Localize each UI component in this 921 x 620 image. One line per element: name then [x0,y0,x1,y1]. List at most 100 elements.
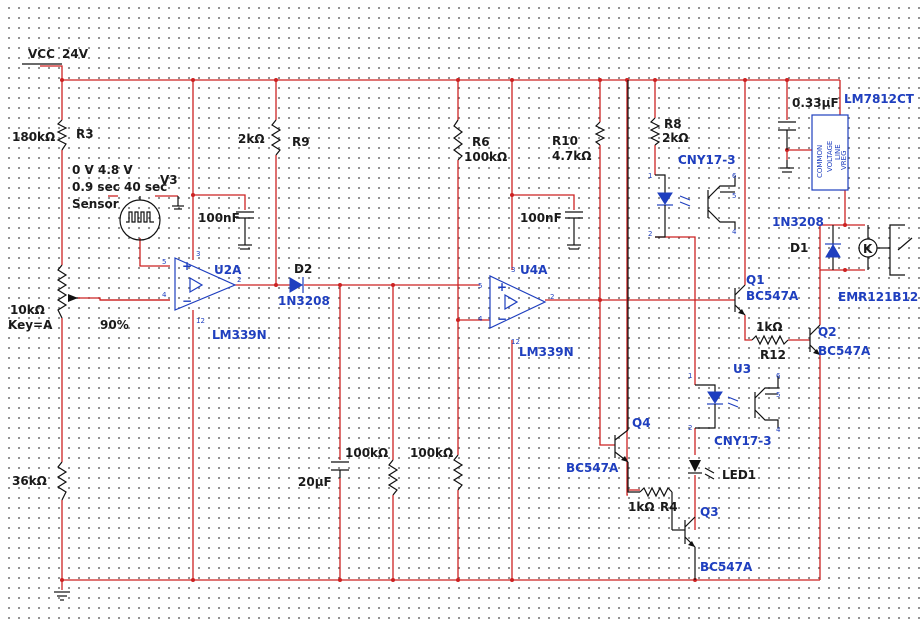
transistor-q3[interactable]: Q3 BC547A [684,505,753,580]
r9-value: 2kΩ [238,132,265,146]
v3-ref: V3 [160,173,178,187]
svg-text:6: 6 [776,372,781,380]
u2a-ref: U2A [214,263,242,277]
led1-ref: LED1 [722,468,756,482]
v3-line2: 0.9 sec 40 sec [72,180,167,194]
vcc-source[interactable]: VCC 24V [22,47,89,65]
svg-text:5: 5 [162,258,166,266]
relay-part: EMR121B12 [838,290,918,304]
pot-value: 10kΩ [10,303,45,317]
r-bottom-left-value: 36kΩ [12,474,47,488]
svg-text:2: 2 [688,424,692,432]
relay-coil-letter: K [863,242,873,256]
potentiometer[interactable]: 10kΩ Key=A 90% [8,264,129,332]
r3-value: 180kΩ [12,130,55,144]
r10-value: 4.7kΩ [552,149,591,163]
r6-value: 100kΩ [464,150,507,164]
c1-value: 100nF [198,211,240,225]
d2-part: 1N3208 [278,294,330,308]
capacitor-c1[interactable]: 100nF [198,211,254,250]
c4-value: 0.33µF [792,96,839,110]
svg-text:5: 5 [776,391,780,399]
resistor-r8[interactable]: R8 2kΩ [649,117,689,146]
c2-value: 100nF [520,211,562,225]
capacitor-c2[interactable]: 100nF [520,211,583,250]
r12-ref: R12 [760,348,786,362]
q4-part: BC547A [566,461,619,475]
diode-d2[interactable]: D2 1N3208 [278,262,330,308]
q2-ref: Q2 [818,325,837,339]
svg-text:6: 6 [732,172,737,180]
u2a-part: LM339N [212,328,267,342]
svg-text:1: 1 [648,172,652,180]
r-mid2-value: 100kΩ [410,446,453,460]
v3-line1: 0 V 4.8 V [72,163,133,177]
r4-value: 1kΩ [628,500,655,514]
opto1-ref: CNY17-3 [678,153,736,167]
resistor-r4[interactable]: 1kΩ R4 [628,486,685,531]
r6-ref: R6 [472,135,490,149]
u4a-part: LM339N [519,345,574,359]
capacitor-c3[interactable]: 20µF [298,461,349,489]
reg-common: COMMON [816,145,824,178]
svg-text:2: 2 [550,293,554,301]
reg-voltage: VOLTAGE [826,141,834,172]
resistor-r3[interactable]: 180kΩ R3 [12,119,94,151]
resistor-r6[interactable]: R6 100kΩ [453,119,507,164]
relay-coil[interactable]: K EMR121B12 [838,224,918,304]
u3-part: CNY17-3 [714,434,772,448]
vcc-label: VCC [28,47,55,61]
q4-ref: Q4 [632,416,651,430]
svg-text:3: 3 [196,250,200,258]
q1-ref: Q1 [746,273,765,287]
reg-line: LINE [834,144,842,160]
voltage-regulator[interactable]: COMMON VOLTAGE LINE VREG LM7812CT [811,92,915,191]
transistor-q2[interactable]: Q2 BC547A [809,324,871,358]
comparator-u2a[interactable]: + − 3 5 4 2 12 U2A LM339N [162,250,267,342]
q2-part: BC547A [818,344,871,358]
svg-text:+: + [497,280,507,294]
resistor-r10[interactable]: R10 4.7kΩ [552,121,606,163]
pot-key: Key=A [8,318,53,332]
resistor-36k[interactable]: 36kΩ [12,461,68,501]
optocoupler-u3[interactable]: 1 2 6 5 4 U3 CNY17-3 [688,362,781,448]
q3-ref: Q3 [700,505,719,519]
svg-text:4: 4 [776,426,781,434]
r-mid1-value: 100kΩ [345,446,388,460]
led-1[interactable]: LED1 [688,460,756,482]
transistor-q1[interactable]: Q1 BC547A [734,273,799,316]
svg-text:3: 3 [511,266,515,274]
r9-ref: R9 [292,135,310,149]
wires [40,65,865,590]
comparator-u4a[interactable]: + − 3 5 4 2 12 U4A LM339N [478,263,574,359]
resistor-r9[interactable]: 2kΩ R9 [238,119,310,156]
r8-ref: R8 [664,117,682,131]
r10-ref: R10 [552,134,578,148]
reg-vreg: VREG [840,151,848,171]
resistor-r12[interactable]: 1kΩ R12 [751,320,789,362]
transistor-q4[interactable]: Q4 BC547A [566,80,651,493]
resistor-mid1[interactable]: 100kΩ [345,446,399,496]
r8-value: 2kΩ [662,131,689,145]
d1-ref: D1 [790,241,808,255]
v3-line3: Sensor [72,197,119,211]
u4a-ref: U4A [520,263,548,277]
svg-text:4: 4 [478,315,483,323]
r4-ref: R4 [660,500,678,514]
d2-ref: D2 [294,262,312,276]
q3-part: BC547A [700,560,753,574]
c3-value: 20µF [298,475,332,489]
reg-part: LM7812CT [844,92,915,106]
capacitor-c4[interactable]: 0.33µF [778,96,839,173]
junction-dots [60,78,847,582]
diode-d1[interactable]: 1N3208 D1 [772,215,841,270]
r12-value: 1kΩ [756,320,783,334]
svg-text:4: 4 [732,228,737,236]
sensor-source-v3[interactable]: 0 V 4.8 V 0.9 sec 40 sec Sensor V3 [72,163,184,241]
svg-text:4: 4 [162,291,167,299]
resistor-mid2[interactable]: 100kΩ [410,446,464,491]
optocoupler-1[interactable]: 1 2 6 5 4 CNY17-3 [648,153,737,238]
r3-ref: R3 [76,127,94,141]
